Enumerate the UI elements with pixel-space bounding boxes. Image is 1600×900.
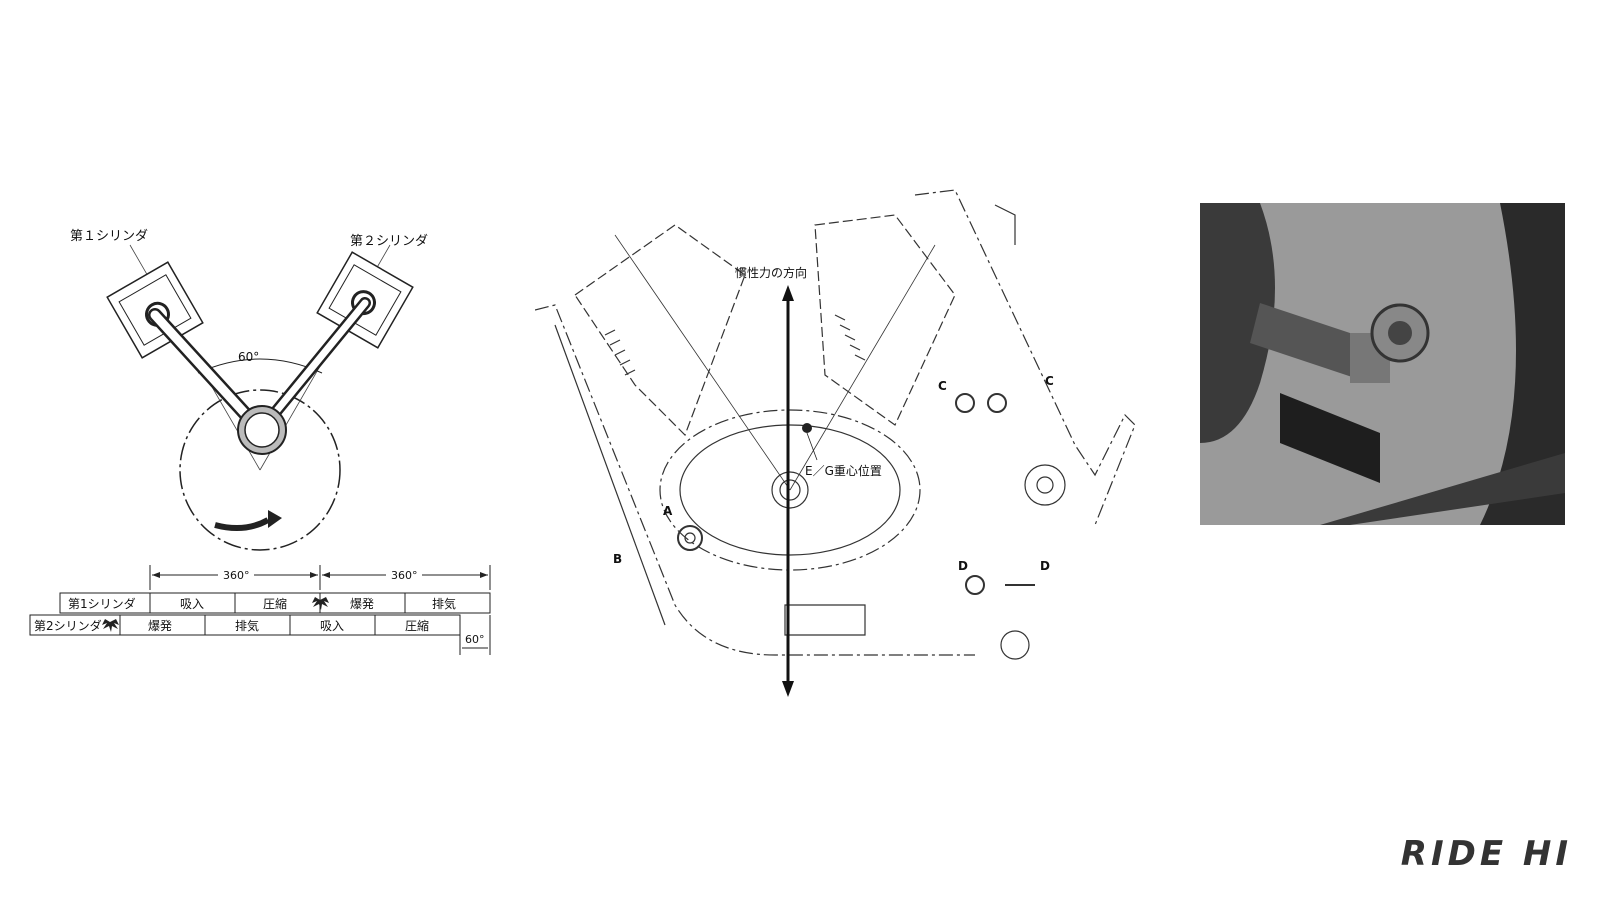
label-c-right: C [1045,374,1054,388]
row2-stroke-2: 排気 [235,618,259,633]
row2-stroke-4: 圧縮 [405,618,429,633]
ignition-spark-icon [312,597,329,610]
label-d-left: D [958,559,968,573]
row1-stroke-4: 排気 [432,596,456,611]
cylinder1-label: 第１シリンダ [70,229,148,244]
rear-frame [914,189,1136,526]
row1-stroke-2: 圧縮 [263,596,287,611]
force-label: 慣性力の方向 [735,265,807,280]
row1-stroke-3: 爆発 [350,597,374,611]
firing-order-diagram: 第１シリンダ 第２シリンダ 60° [20,215,520,675]
crankshaft [771,471,809,509]
rotation-arrow [214,517,270,532]
row1-table [59,592,491,614]
label-b: B [613,552,622,566]
engine-frame-schematic: E／G重心位置 慣性力の方向 A B C C D D [534,189,1136,697]
front-downtube [534,304,975,656]
mount-a [677,525,703,551]
span-label-2: 360° [391,569,418,582]
crankcase [659,409,921,571]
row2-name: 第2シリンダ [34,618,102,633]
row1-name: 第1シリンダ [68,596,136,611]
mount-c [955,393,975,413]
offset-label: 60° [465,633,485,646]
row1-stroke-1: 吸入 [180,597,204,611]
engine-mount-photo [1200,203,1565,525]
crank-circle [179,389,341,551]
mount-d [965,575,985,595]
label-a: A [663,504,673,518]
v-twin-schematic: 第１シリンダ 第２シリンダ 60° [29,229,491,655]
row2-stroke-3: 吸入 [320,619,344,633]
v-angle-label: 60° [238,350,259,364]
label-d-right: D [1040,559,1050,573]
ignition-spark-icon [102,619,119,632]
rear-cylinder [814,214,956,426]
engine-mount-diagram: E／G重心位置 慣性力の方向 A B C C D D [534,185,1155,715]
front-cylinder [574,224,746,437]
cg-marker [802,423,812,433]
photo-placeholder [1200,203,1565,525]
cg-label: E／G重心位置 [805,463,882,478]
cylinder2-label: 第２シリンダ [350,234,428,249]
row2-table [29,614,461,636]
ride-hi-logo: RIDE HI [1400,834,1572,874]
label-c-left: C [938,379,947,393]
swingarm-pivot [1024,464,1066,506]
span-label-1: 360° [223,569,250,582]
row2-stroke-1: 爆発 [148,619,172,633]
